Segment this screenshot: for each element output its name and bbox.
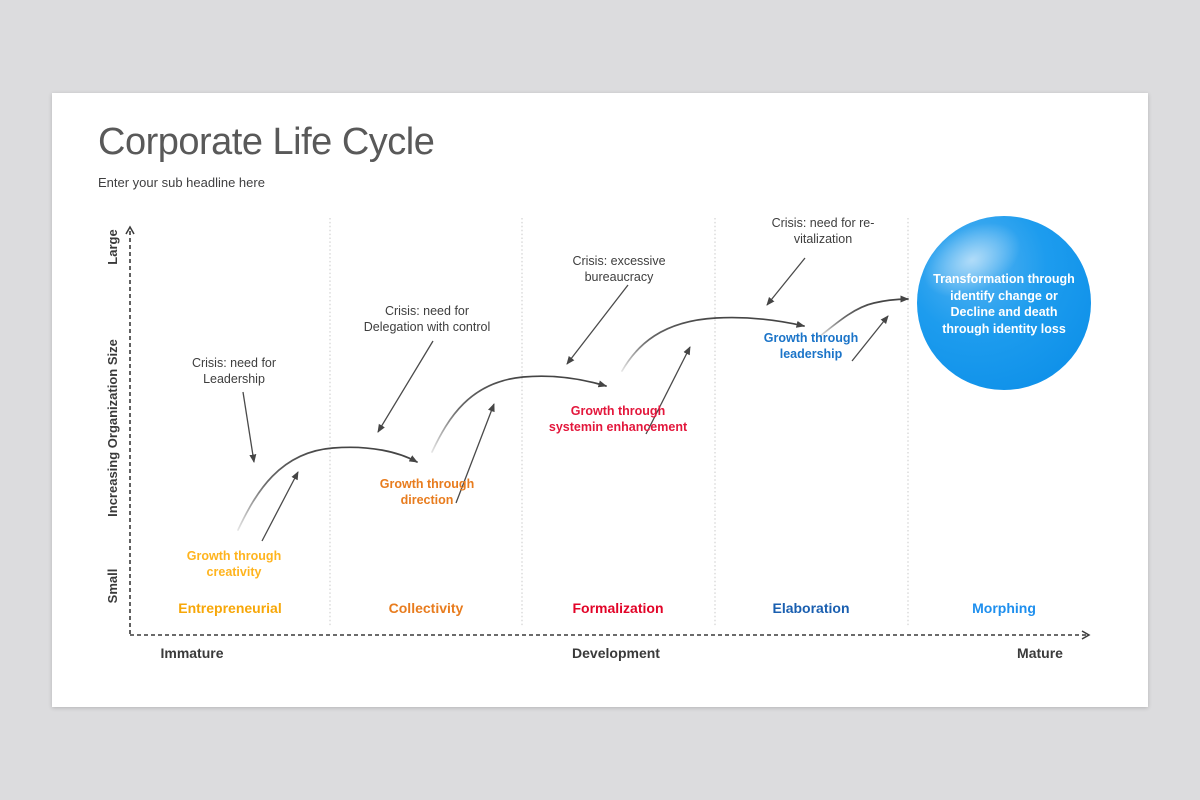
stage-separators [329,218,909,626]
crisis-revitalization-arrow [766,257,806,306]
stage-name-elaboration: Elaboration [772,600,850,616]
crisis-label-entrepreneurial: Crisis: need for Leadership [191,356,277,386]
x-axis-label-mature: Mature [1017,645,1063,661]
terminal-sphere-gloss [923,222,1021,298]
stage-name-entrepreneurial: Entrepreneurial [178,600,282,616]
curve-segment-1 [237,446,418,531]
crisis-label-elaboration: Crisis: need for re- vitalization [771,216,875,246]
terminal-circle [917,216,1091,390]
growth-label-creativity: Growth through creativity [186,549,282,579]
crisis-label-collectivity: Crisis: need for Delegation with control [363,304,491,334]
x-axis-label-development: Development [572,645,660,661]
curve-segment-4 [818,295,909,338]
growth-label-leadership: Growth through leadership [763,331,859,361]
stage-name-morphing: Morphing [972,600,1036,616]
y-axis-label-title: Increasing Organization Size [105,339,120,517]
y-axis-label-large: Large [105,229,120,265]
growth-leadership-arrow [851,315,889,362]
page-subtitle: Enter your sub headline here [98,175,265,190]
growth-label-direction: Growth through direction [379,477,475,507]
crisis-label-formalization: Crisis: excessive bureaucracy [572,254,666,284]
growth-curve [237,295,909,531]
annotation-arrows [242,257,889,542]
x-axis-label-immature: Immature [160,645,224,661]
page-title: Corporate Life Cycle [98,121,435,163]
curve-segment-2 [431,375,607,453]
crisis-leadership-arrow [242,391,257,463]
terminal-circle-text: Transformation through identify change o… [933,272,1075,336]
growth-systemin-arrow [645,346,691,435]
growth-label-systemin: Growth through systemin enhancement [548,404,688,434]
stage-name-formalization: Formalization [572,600,664,616]
y-axis-label-small: Small [105,568,120,604]
stage-name-collectivity: Collectivity [388,600,464,616]
growth-direction-arrow [455,403,495,504]
growth-creativity-arrow [261,471,299,542]
curve-segment-3 [621,316,805,372]
slide-canvas: Corporate Life Cycle Enter your sub head… [52,93,1148,707]
crisis-delegation-arrow [377,340,434,433]
crisis-bureaucracy-arrow [566,284,629,365]
